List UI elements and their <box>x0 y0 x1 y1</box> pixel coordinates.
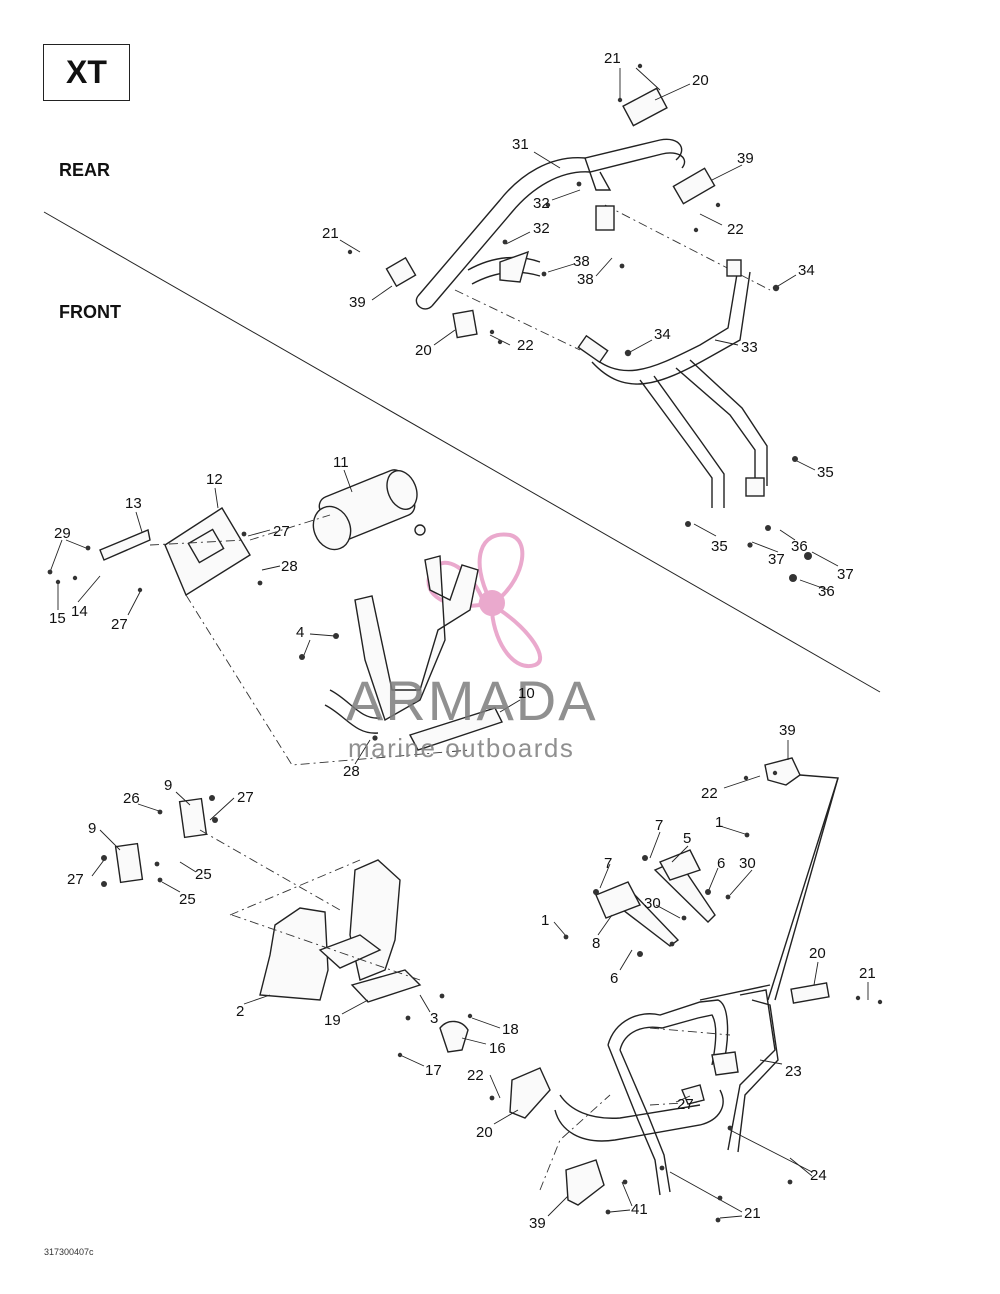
callout-9: 9 <box>164 777 173 794</box>
callout-29: 29 <box>54 525 71 542</box>
callout-32: 32 <box>533 220 550 237</box>
callout-13: 13 <box>125 495 142 512</box>
winch-cover <box>229 859 469 1053</box>
callout-31: 31 <box>512 136 529 153</box>
callout-30: 30 <box>644 895 661 912</box>
callout-20: 20 <box>692 72 709 89</box>
callout-7: 7 <box>604 855 613 872</box>
callout-33: 33 <box>741 339 758 356</box>
callout-25: 25 <box>179 891 196 908</box>
callout-37: 37 <box>837 566 854 583</box>
callout-22: 22 <box>517 337 534 354</box>
callout-3: 3 <box>430 1010 439 1027</box>
callout-39: 39 <box>349 294 366 311</box>
callout-5: 5 <box>683 830 692 847</box>
callout-35: 35 <box>711 538 728 555</box>
callout-28: 28 <box>343 763 360 780</box>
callout-6: 6 <box>717 855 726 872</box>
link-arms <box>595 849 716 947</box>
callout-34: 34 <box>798 262 815 279</box>
callout-1: 1 <box>715 814 724 831</box>
callout-37: 37 <box>768 551 785 568</box>
callout-1: 1 <box>541 912 550 929</box>
callout-22: 22 <box>727 221 744 238</box>
callout-35: 35 <box>817 464 834 481</box>
callout-12: 12 <box>206 471 223 488</box>
winch-motor <box>312 469 426 551</box>
callout-10: 10 <box>518 685 535 702</box>
callout-27: 27 <box>67 871 84 888</box>
callout-9: 9 <box>88 820 97 837</box>
callout-20: 20 <box>809 945 826 962</box>
callout-20: 20 <box>415 342 432 359</box>
model-badge: XT <box>43 44 130 101</box>
callout-6: 6 <box>610 970 619 987</box>
front-label: FRONT <box>59 302 121 322</box>
callout-21: 21 <box>859 965 876 982</box>
side-brackets <box>114 797 341 911</box>
callout-39: 39 <box>529 1215 546 1232</box>
watermark-title: ARMADA <box>346 669 598 732</box>
callout-41: 41 <box>631 1201 648 1218</box>
callout-32: 32 <box>533 195 550 212</box>
rear-bumper-assembly <box>385 87 771 508</box>
rear-front-divider <box>43 211 881 693</box>
callout-8: 8 <box>592 935 601 952</box>
callout-28: 28 <box>281 558 298 575</box>
watermark-subtitle: marine outboards <box>348 733 575 763</box>
callout-38: 38 <box>573 253 590 270</box>
rear-label: REAR <box>59 160 111 180</box>
figure-code: 317300407c <box>44 1247 94 1257</box>
callout-21: 21 <box>744 1205 761 1222</box>
callout-30: 30 <box>739 855 756 872</box>
callout-4: 4 <box>296 624 305 641</box>
callout-22: 22 <box>701 785 718 802</box>
callout-34: 34 <box>654 326 671 343</box>
callout-36: 36 <box>818 583 835 600</box>
callout-27: 27 <box>111 616 128 633</box>
callout-21: 21 <box>322 225 339 242</box>
callout-22: 22 <box>467 1067 484 1084</box>
callout-16: 16 <box>489 1040 506 1057</box>
callout-11: 11 <box>333 454 349 471</box>
winch-mount-bracket <box>324 555 503 751</box>
callout-17: 17 <box>425 1062 442 1079</box>
callout-14: 14 <box>71 603 88 620</box>
front-bumper-assembly <box>509 757 839 1206</box>
callout-18: 18 <box>502 1021 519 1038</box>
leader-lines <box>49 67 869 1219</box>
callout-24: 24 <box>810 1167 827 1184</box>
callout-2: 2 <box>236 1003 245 1020</box>
callout-38: 38 <box>577 271 594 288</box>
callout-39: 39 <box>779 722 796 739</box>
callout-20: 20 <box>476 1124 493 1141</box>
callout-25: 25 <box>195 866 212 883</box>
callout-27: 27 <box>273 523 290 540</box>
callout-23: 23 <box>785 1063 802 1080</box>
callout-19: 19 <box>324 1012 341 1029</box>
callout-21: 21 <box>604 50 621 67</box>
callout-27: 27 <box>237 789 254 806</box>
callout-27: 27 <box>677 1096 694 1113</box>
callout-26: 26 <box>123 790 140 807</box>
callout-15: 15 <box>49 610 66 627</box>
winch-plate <box>99 507 471 766</box>
callout-39: 39 <box>737 150 754 167</box>
fasteners <box>47 63 883 1223</box>
callout-7: 7 <box>655 817 664 834</box>
callout-36: 36 <box>791 538 808 555</box>
